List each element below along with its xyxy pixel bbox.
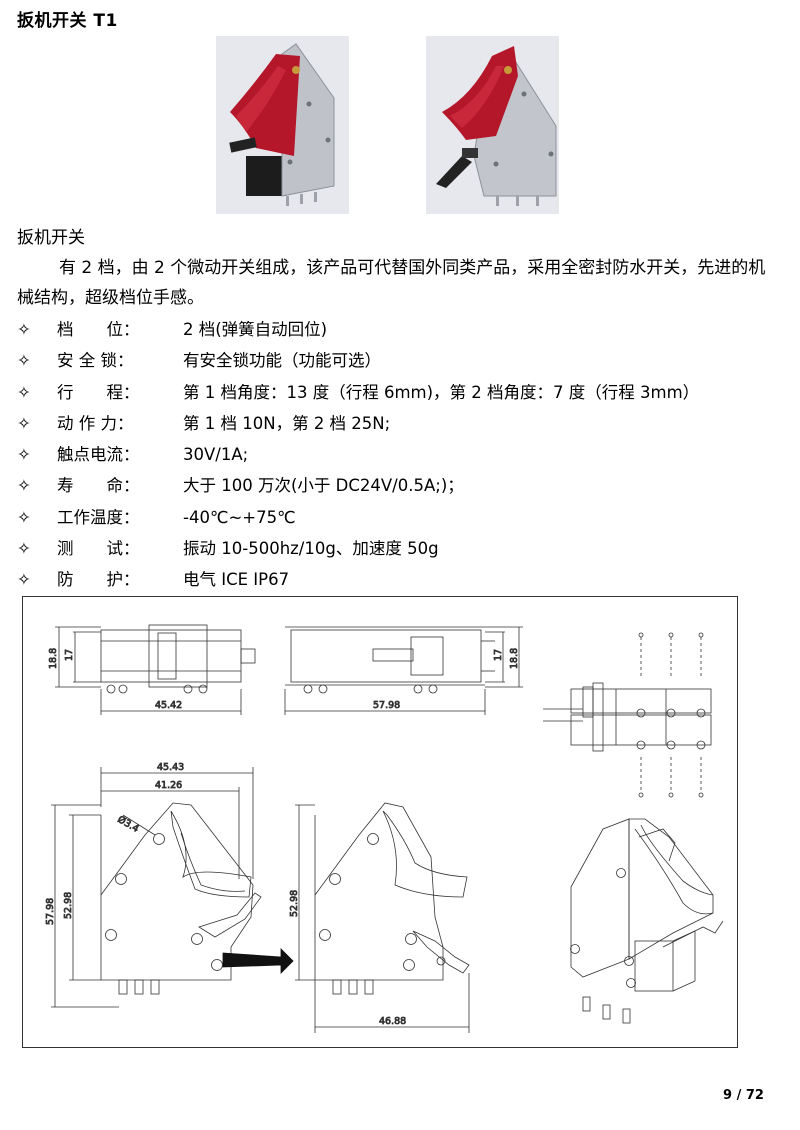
spec-label: 工作温度：: [57, 507, 140, 527]
spec-label: 寿 命：: [57, 476, 140, 496]
dim-side-height-a: 18.8: [509, 648, 520, 669]
spec-value: -40℃~+75℃: [183, 507, 296, 527]
spec-label: 测 试：: [57, 539, 140, 559]
dim-top-length-2: 57.98: [373, 700, 400, 711]
dim-front-height-body: 52.98: [63, 892, 74, 919]
spec-value: 大于 100 万次(小于 DC24V/0.5A;)；: [183, 476, 464, 496]
diamond-bullet-icon: ✧: [17, 570, 31, 590]
spec-label: 安 全 锁：: [57, 351, 134, 371]
diamond-bullet-icon: ✧: [17, 445, 31, 465]
isometric-view: [570, 818, 724, 1024]
page-number: 9 / 72: [723, 1088, 764, 1103]
dim-pressed-height: 52.98: [289, 890, 300, 917]
dim-front-width-2: 41.26: [155, 780, 182, 791]
diamond-bullet-icon: ✧: [17, 320, 31, 339]
spec-label: 触点电流：: [57, 445, 140, 465]
switch-schematic: [543, 632, 712, 798]
spec-label: 档 位：: [57, 320, 140, 339]
spec-value: 电气 ICE IP67: [183, 570, 290, 590]
dim-top-height-b: 17: [64, 649, 75, 661]
product-photo-side: [426, 36, 559, 214]
diamond-bullet-icon: ✧: [17, 413, 31, 433]
spec-label: 防 护：: [57, 570, 140, 590]
spec-label: 行 程：: [57, 382, 140, 402]
diamond-bullet-icon: ✧: [17, 476, 31, 496]
front-view-released: [51, 767, 262, 1008]
dim-hole-dia: Ø3.4: [116, 814, 141, 835]
spec-label: 动 作 力：: [57, 413, 134, 433]
spec-value: 2 档(弹簧自动回位): [183, 320, 328, 339]
diamond-bullet-icon: ✧: [17, 382, 31, 402]
top-view-left: [55, 624, 256, 715]
spec-value: 30V/1A;: [183, 445, 249, 465]
spec-value: 第 1 档角度：13 度（行程 6mm)，第 2 档角度：7 度（行程 3mm）: [183, 382, 700, 402]
front-view-pressed: [295, 802, 470, 1033]
spec-value: 有安全锁功能（功能可选）: [183, 351, 381, 371]
dim-front-height-total: 57.98: [45, 898, 56, 925]
dim-top-length-1: 45.42: [155, 700, 182, 711]
spec-value: 第 1 档 10N，第 2 档 25N;: [183, 413, 391, 433]
dim-front-width-1: 45.43: [157, 762, 184, 773]
dim-top-height-a: 18.8: [48, 648, 59, 669]
dim-pressed-width: 46.88: [379, 1016, 406, 1027]
diamond-bullet-icon: ✧: [17, 351, 31, 371]
dim-side-height-b: 17: [493, 649, 504, 661]
product-photo-front: [216, 36, 349, 214]
technical-drawing: 18.8 17 45.42 57.98 17 18.8: [22, 596, 738, 1048]
section-subtitle: 扳机开关: [17, 228, 85, 248]
page-title: 扳机开关 T1: [17, 11, 118, 31]
top-view-middle: [284, 626, 523, 715]
description-paragraph: 有 2 档，由 2 个微动开关组成，该产品可代替国外同类产品，采用全密封防水开关…: [17, 258, 766, 308]
diamond-bullet-icon: ✧: [17, 507, 31, 527]
diamond-bullet-icon: ✧: [17, 539, 31, 559]
direction-arrow-icon: [222, 948, 294, 974]
spec-value: 振动 10-500hz/10g、加速度 50g: [183, 539, 439, 559]
